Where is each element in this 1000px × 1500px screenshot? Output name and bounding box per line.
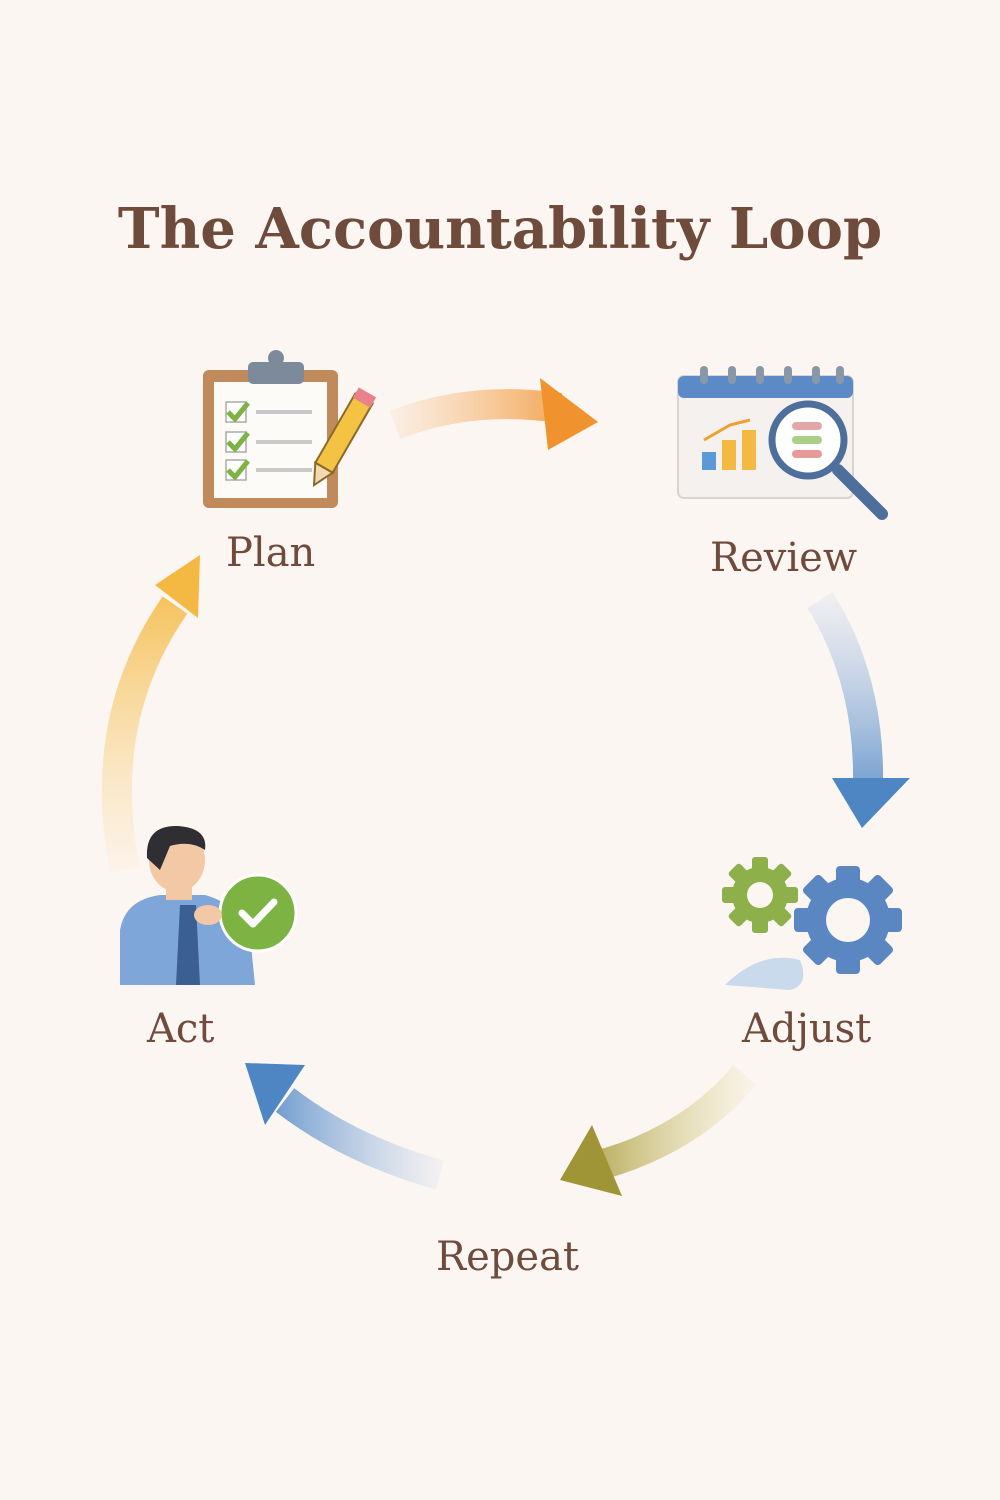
step-label-plan: Plan — [226, 530, 316, 576]
arrow-plan-to-review — [389, 378, 598, 450]
arrow-review-to-adjust — [807, 592, 910, 828]
step-label-review: Review — [710, 535, 858, 581]
diagram-title: The Accountability Loop — [117, 196, 883, 262]
person-checkmark-icon — [120, 825, 298, 985]
arrow-adjust-to-repeat — [560, 1065, 757, 1196]
gears-icon — [722, 857, 902, 990]
step-label-repeat: Repeat — [436, 1234, 579, 1280]
clipboard-checklist-icon — [203, 350, 377, 508]
step-label-act: Act — [147, 1006, 215, 1052]
arrow-repeat-to-act — [245, 1063, 445, 1190]
calendar-chart-magnifier-icon — [677, 366, 888, 520]
arrow-act-to-plan — [101, 555, 200, 873]
step-label-adjust: Adjust — [742, 1006, 872, 1052]
